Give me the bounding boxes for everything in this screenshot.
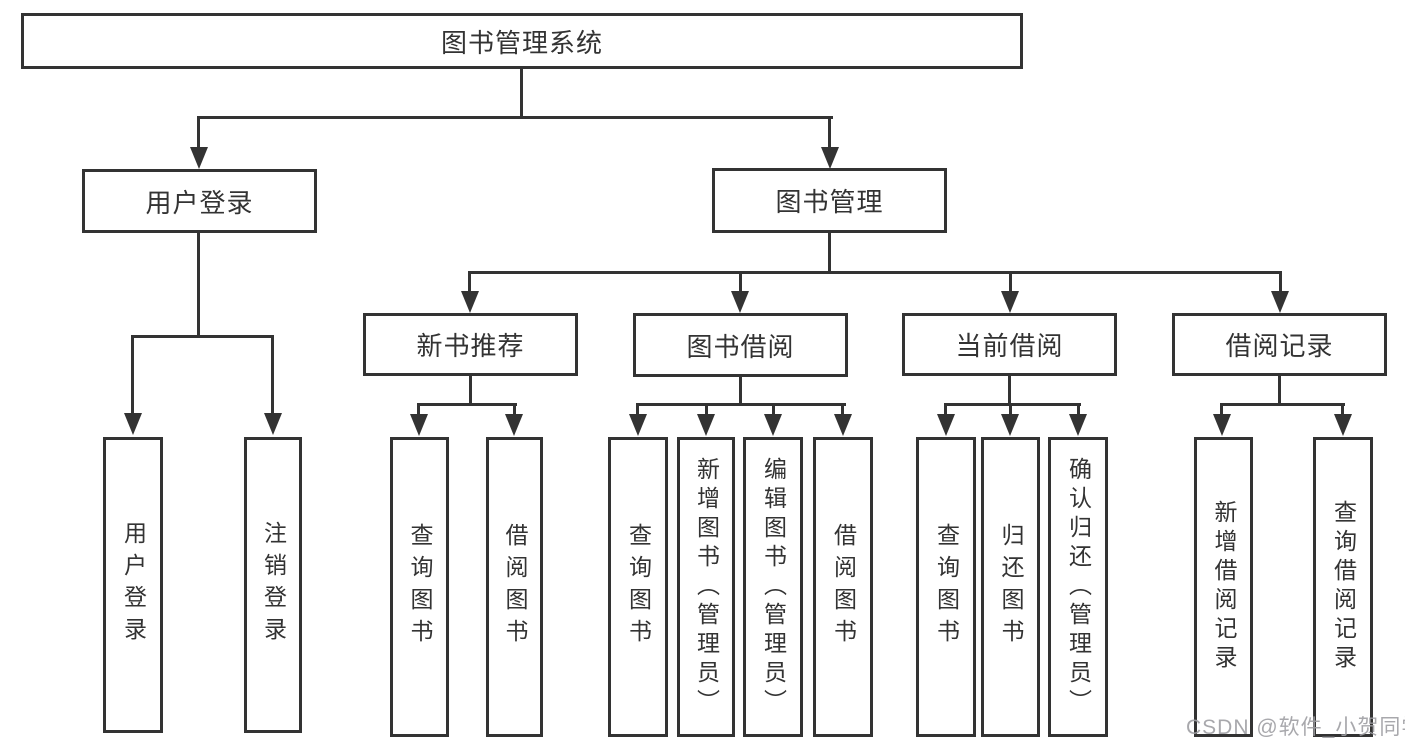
leaf-edit-book-admin: 编辑图书（管理员）	[743, 437, 803, 737]
connector-to-login-stem	[131, 335, 134, 414]
connector-leaf-stem	[841, 403, 844, 415]
arrowhead-to-edit-book	[764, 414, 782, 436]
leaf-borrow-book-recommend: 借阅图书	[486, 437, 543, 737]
arrowhead-to-borrow-book-2	[834, 414, 852, 436]
connector-leaf-stem	[1220, 403, 1223, 415]
connector-to-borrow-records-stem	[1279, 271, 1282, 292]
node-current-borrowing: 当前借阅	[902, 313, 1117, 376]
leaf-query-borrow-record: 查询借阅记录	[1313, 437, 1373, 737]
leaf-add-book-admin: 新增图书（管理员）	[677, 437, 735, 737]
connector-root-stem	[520, 69, 523, 116]
connector-to-current-borrow-stem	[1009, 271, 1012, 292]
node-new-book-recommendation: 新书推荐	[363, 313, 578, 376]
leaf-label: 编辑图书（管理员）	[760, 456, 787, 718]
arrowhead-to-book-borrow	[731, 291, 749, 313]
node-label: 图书管理系统	[440, 27, 603, 58]
arrowhead-to-query-record	[1334, 414, 1352, 436]
connector-to-book-borrow-stem	[739, 271, 742, 292]
leaf-label: 新增图书（管理员）	[693, 456, 720, 718]
arrowhead-to-add-book	[697, 414, 715, 436]
leaf-label: 查询图书	[625, 523, 652, 651]
node-label: 当前借阅	[955, 331, 1064, 361]
leaf-label: 注销登录	[260, 521, 287, 649]
leaf-add-borrow-record: 新增借阅记录	[1194, 437, 1253, 737]
connector-borrow-records-branch	[1220, 403, 1345, 406]
connector-leaf-stem	[705, 403, 708, 415]
leaf-label: 查询图书	[933, 523, 960, 651]
node-label: 图书管理	[775, 187, 884, 217]
leaf-borrow-book-borrowing: 借阅图书	[813, 437, 873, 737]
node-book-borrowing: 图书借阅	[633, 313, 848, 377]
connector-to-logout-stem	[271, 335, 274, 414]
connector-leaf-stem	[772, 403, 775, 415]
connector-leaf-stem	[944, 403, 947, 415]
arrowhead-to-borrow-book-1	[505, 414, 523, 436]
arrowhead-to-confirm-return	[1069, 414, 1087, 436]
connector-leaf-stem	[513, 403, 516, 415]
arrowhead-to-query-book-3	[937, 414, 955, 436]
arrowhead-to-query-book-2	[629, 414, 647, 436]
connector-book-borrow-branch	[636, 403, 846, 406]
arrowhead-to-return-book	[1001, 414, 1019, 436]
node-label: 新书推荐	[416, 331, 525, 361]
arrowhead-to-book-mgmt	[821, 147, 839, 169]
connector-book-mgmt-stem	[828, 233, 831, 274]
node-library-management-system: 图书管理系统	[21, 13, 1023, 69]
arrowhead-to-new-book-rec	[461, 291, 479, 313]
arrowhead-to-add-record	[1213, 414, 1231, 436]
leaf-return-book: 归还图书	[981, 437, 1040, 737]
csdn-watermark: CSDN @软件_小贺同学	[1186, 716, 1405, 739]
connector-to-user-login-stem	[197, 116, 200, 147]
connector-user-login-stem	[197, 233, 200, 337]
leaf-user-login: 用户登录	[103, 437, 163, 733]
leaf-confirm-return-admin: 确认归还（管理员）	[1048, 437, 1108, 737]
connector-to-new-book-rec-stem	[468, 271, 471, 292]
connector-current-borrow-branch	[944, 403, 1081, 406]
node-label: 借阅记录	[1225, 331, 1334, 361]
connector-to-book-mgmt-stem	[828, 116, 831, 147]
node-label: 图书借阅	[686, 331, 795, 362]
leaf-label: 归还图书	[998, 523, 1024, 651]
arrowhead-to-user-login	[190, 147, 208, 169]
arrowhead-to-current-borrow	[1001, 291, 1019, 313]
connector-leaf-stem	[1077, 403, 1080, 415]
connector-new-book-rec-branch	[417, 403, 517, 406]
node-borrowing-records: 借阅记录	[1172, 313, 1387, 376]
connector-current-borrow-stem	[1008, 376, 1011, 405]
leaf-query-book-current: 查询图书	[916, 437, 976, 737]
leaf-label: 借阅图书	[830, 523, 857, 651]
leaf-label: 新增借阅记录	[1211, 500, 1237, 674]
node-label: 用户登录	[145, 187, 254, 218]
node-user-login: 用户登录	[82, 169, 317, 233]
connector-book-mgmt-branch	[468, 271, 1282, 274]
connector-borrow-records-stem	[1278, 376, 1281, 405]
connector-leaf-stem	[1341, 403, 1344, 415]
connector-leaf-stem	[1009, 403, 1012, 415]
leaf-label: 用户登录	[120, 521, 147, 649]
connector-new-book-rec-stem	[469, 376, 472, 405]
leaf-label: 查询借阅记录	[1330, 500, 1357, 674]
leaf-query-book-borrowing: 查询图书	[608, 437, 668, 737]
leaf-logout: 注销登录	[244, 437, 302, 733]
arrowhead-to-login	[124, 413, 142, 435]
connector-leaf-stem	[636, 403, 639, 415]
leaf-label: 借阅图书	[502, 523, 528, 651]
leaf-label: 查询图书	[407, 523, 433, 651]
connector-leaf-stem	[417, 403, 420, 415]
leaf-label: 确认归还（管理员）	[1065, 456, 1092, 718]
connector-user-login-branch	[131, 335, 274, 338]
arrowhead-to-borrow-records	[1271, 291, 1289, 313]
connector-root-branch	[197, 116, 833, 119]
arrowhead-to-query-book-1	[410, 414, 428, 436]
arrowhead-to-logout	[264, 413, 282, 435]
node-book-management: 图书管理	[712, 168, 947, 233]
connector-book-borrow-stem	[739, 377, 742, 405]
leaf-query-book-recommend: 查询图书	[390, 437, 449, 737]
